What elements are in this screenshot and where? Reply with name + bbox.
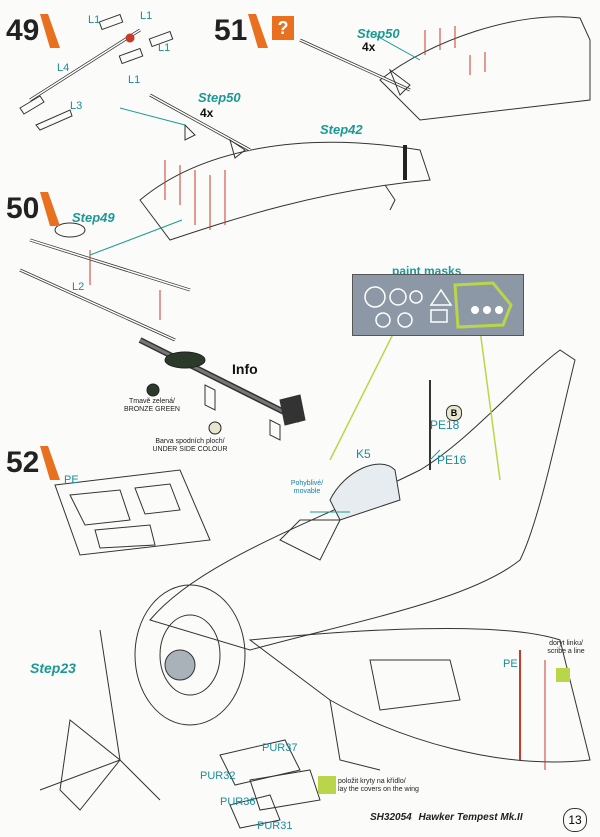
- part-label-l4: L4: [57, 62, 70, 74]
- part-label-l1: L1: [140, 10, 153, 22]
- wing-50-drawing: [19, 93, 431, 342]
- step-ref-42: Step42: [320, 122, 363, 137]
- step-ref-23: Step23: [30, 660, 76, 676]
- photo-etch-sheet-drawing: [54, 469, 211, 556]
- underside-color-note: Barva spodních ploch/ UNDER SIDE COLOUR: [130, 438, 250, 454]
- footer: SH32054 Hawker Tempest Mk.II: [370, 812, 523, 823]
- scribe-cz: doryt linku/: [549, 640, 583, 647]
- step-52-badge: 52: [0, 446, 60, 480]
- quantity-4x: 4x: [200, 106, 214, 120]
- paint-mask-shapes: [364, 281, 513, 329]
- part-label-pur32: PUR32: [200, 770, 236, 782]
- part-label-pur31: PUR31: [257, 820, 293, 832]
- step-51-badge: 51: [208, 14, 268, 48]
- page-number: 13: [563, 808, 587, 832]
- step-number: 52: [6, 446, 40, 479]
- movable-en: movable: [293, 488, 321, 495]
- step-50-badge: 50: [0, 192, 60, 226]
- pur-covers-drawing: [219, 739, 321, 829]
- step-number: 49: [6, 14, 40, 47]
- part-label-l1: L1: [128, 74, 141, 86]
- step-badge-shape: [0, 192, 60, 226]
- scribe-en: scribe a line: [547, 648, 585, 655]
- checkmark-icon: [556, 668, 570, 682]
- paint-masks-sheet: [352, 274, 524, 336]
- part-label-pur37: PUR37: [262, 742, 298, 754]
- bronze-green-note: Tmavě zelená/ BRONZE GREEN: [112, 398, 192, 414]
- part-label-pe: PE: [503, 658, 518, 670]
- step-49-badge: 49: [0, 14, 60, 48]
- step-ref-50: Step50: [357, 26, 400, 41]
- aircraft-52-drawing: [39, 349, 591, 811]
- scribe-line-note: doryt linku/ scribe a line: [536, 640, 596, 656]
- movable-note: Pohyblivé/ movable: [272, 480, 342, 496]
- part-label-k5: K5: [356, 447, 371, 461]
- part-label-l3: L3: [70, 100, 83, 112]
- info-label: Info: [232, 361, 258, 377]
- underside-cz: Barva spodních ploch/: [155, 438, 225, 445]
- wing-51-drawing: [299, 16, 591, 121]
- quantity-4x: 4x: [362, 40, 376, 54]
- step-number: 51: [214, 14, 248, 47]
- step-ref-50: Step50: [198, 90, 241, 105]
- part-label-l2: L2: [72, 281, 85, 293]
- covers-en: lay the covers on the wing: [338, 786, 419, 793]
- part-label-pe: PE: [64, 474, 79, 486]
- bronze-green-en: BRONZE GREEN: [123, 406, 180, 413]
- product-code: SH32054: [370, 812, 412, 823]
- paint-b-icon: B: [446, 405, 462, 421]
- step-badge-shape: [0, 446, 60, 480]
- part-label-pe18: PE18: [430, 418, 460, 432]
- part-label-pur36: PUR36: [220, 796, 256, 808]
- lay-covers-note: položit kryty na křídlo/ lay the covers …: [338, 778, 458, 794]
- bronze-green-cz: Tmavě zelená/: [129, 398, 175, 405]
- question-icon: ?: [272, 16, 294, 40]
- step-ref-49: Step49: [72, 210, 115, 225]
- part-label-l1: L1: [158, 42, 171, 54]
- step-badge-shape: [0, 14, 60, 48]
- covers-check-icon: [318, 776, 336, 794]
- underside-en: UNDER SIDE COLOUR: [152, 446, 228, 453]
- part-label-pe16: PE16: [437, 453, 467, 467]
- info-rocket-drawing: [138, 337, 306, 441]
- part-label-l1: L1: [88, 14, 101, 26]
- movable-cz: Pohyblivé/: [290, 480, 324, 487]
- covers-cz: položit kryty na křídlo/: [338, 778, 406, 785]
- step-number: 50: [6, 192, 40, 225]
- product-title: Hawker Tempest Mk.II: [418, 812, 523, 823]
- rocket-49-drawing: [19, 13, 174, 131]
- step-badge-shape: [208, 14, 268, 48]
